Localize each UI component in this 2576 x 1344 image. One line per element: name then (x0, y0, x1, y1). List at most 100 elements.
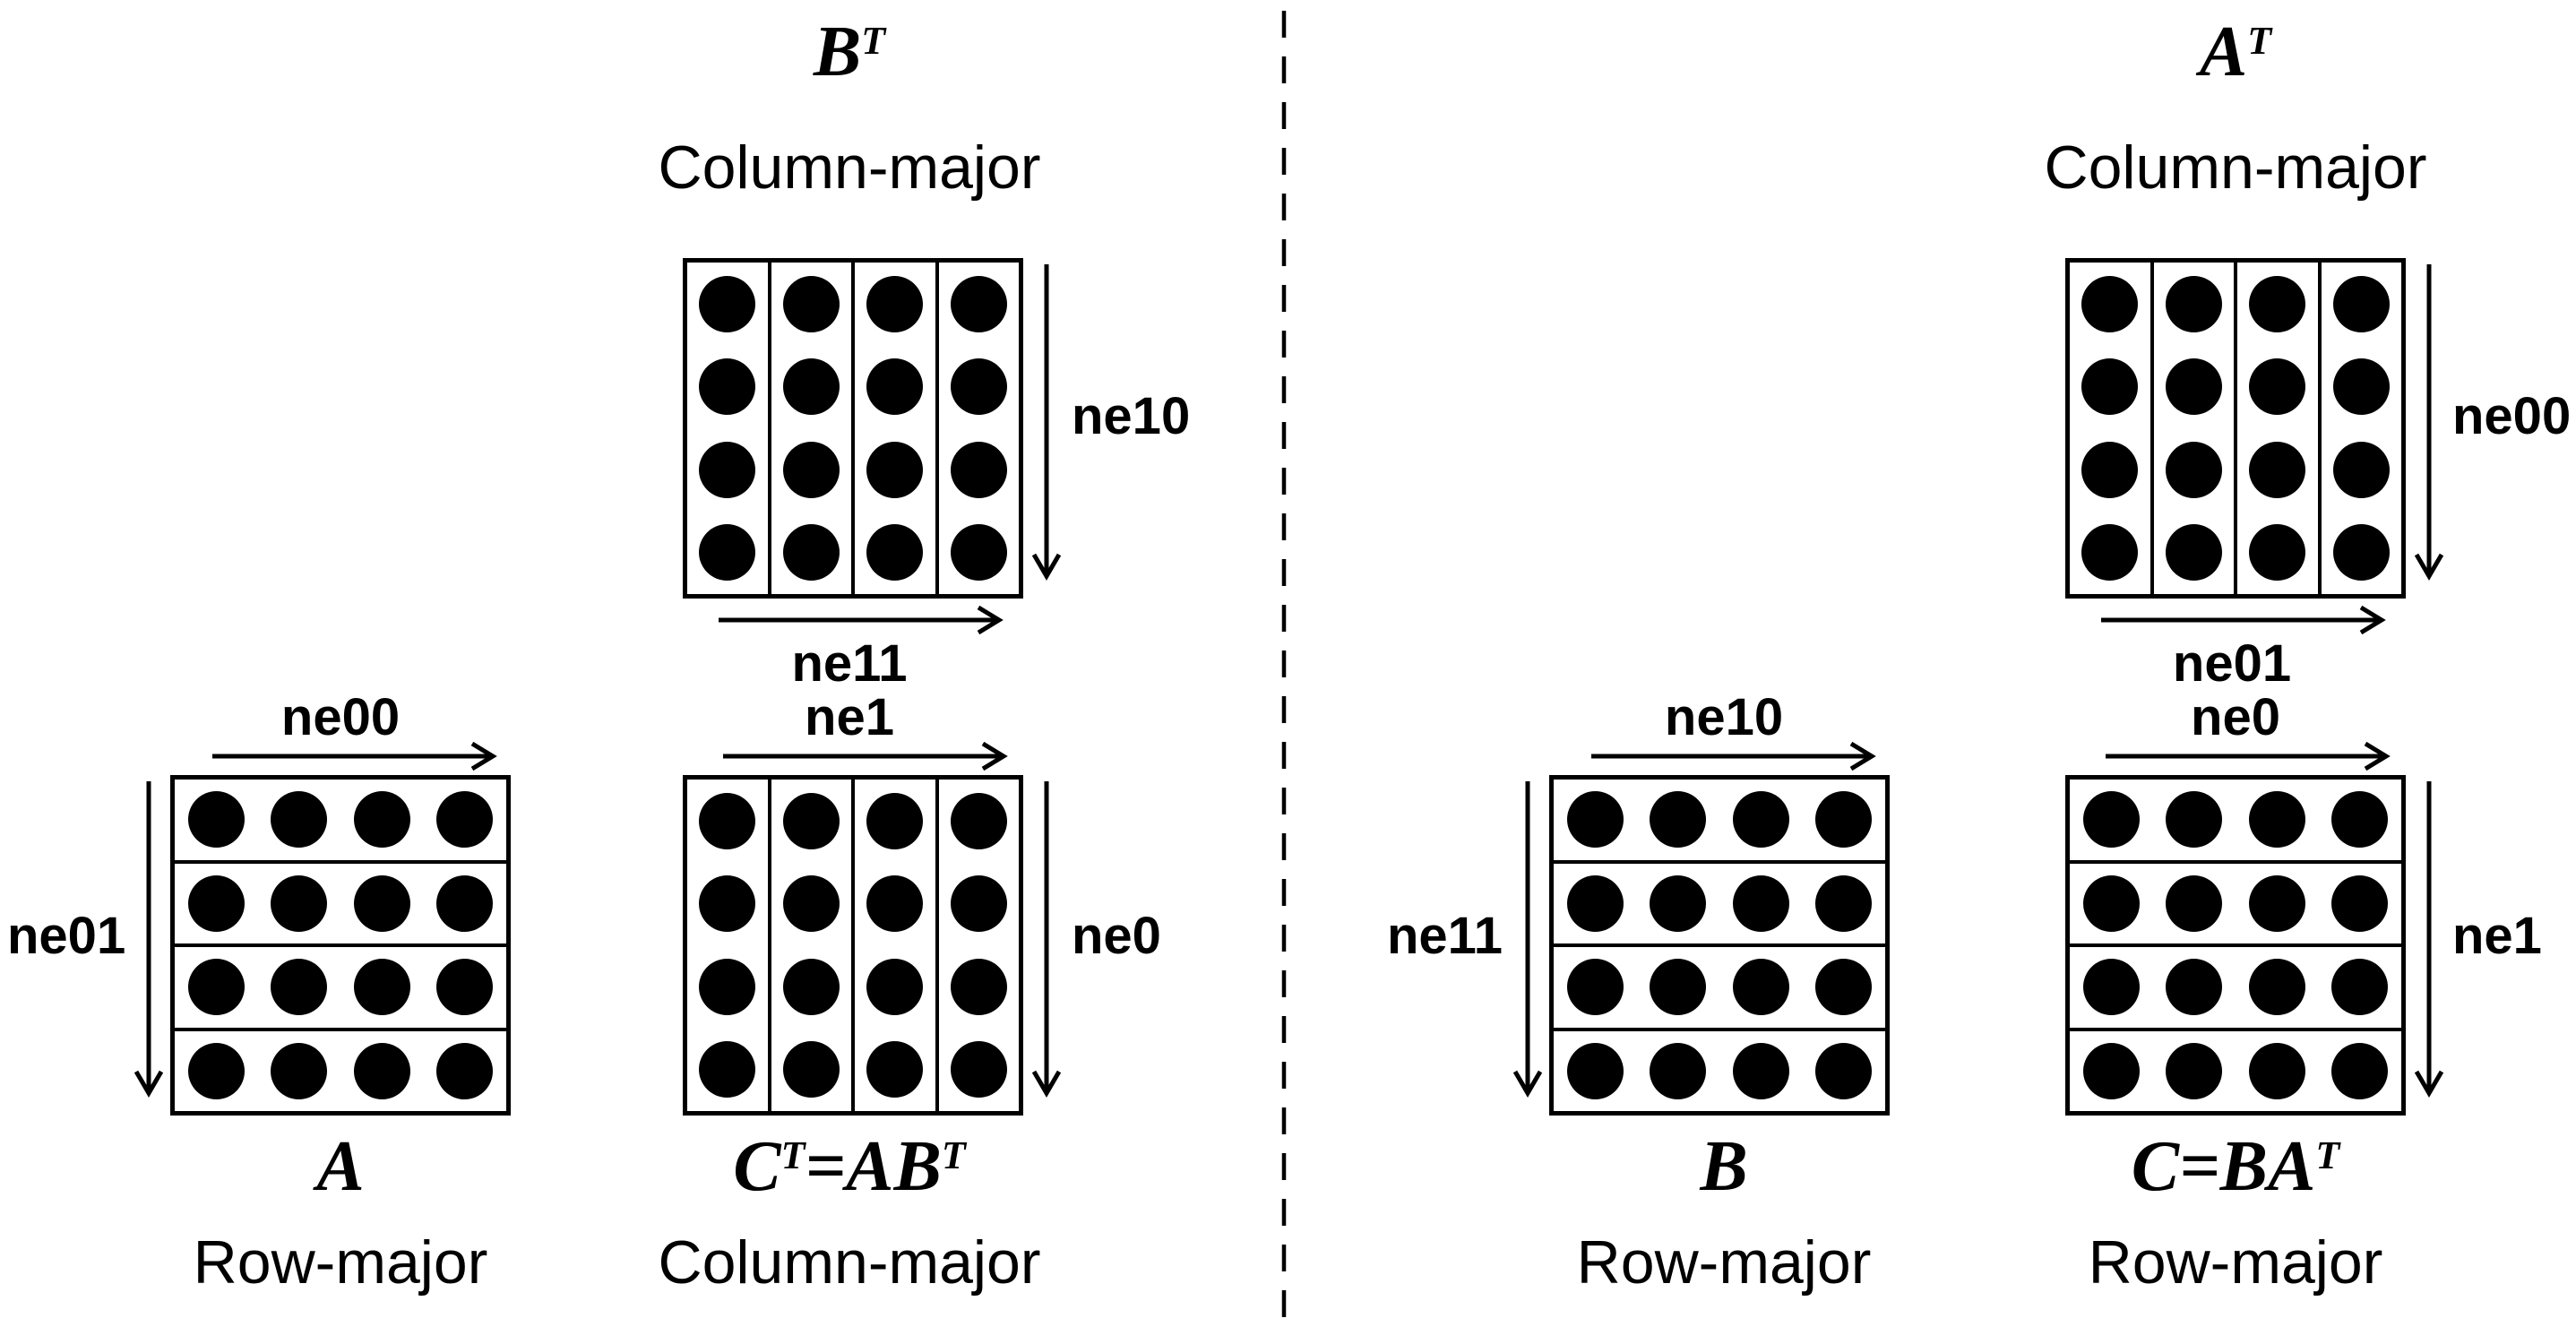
matrix-row-cell (2070, 780, 2401, 864)
ne01-dimension-label: ne01 (2172, 634, 2292, 693)
matrix-element-dot (2248, 874, 2305, 932)
matrix-element-dot (2081, 441, 2139, 498)
ne00-dimension-label: ne00 (280, 688, 401, 746)
matrix-symbol: B (1700, 1127, 1748, 1206)
ne0-dimension-label: ne0 (2191, 688, 2280, 746)
right-arrow-icon (721, 740, 1008, 772)
matrix-element-dot (699, 275, 756, 332)
matrix-column-cell (687, 263, 771, 594)
matrix-element-dot (2166, 874, 2223, 932)
matrix-row-cell (175, 947, 506, 1031)
matrix-element-dot (782, 524, 840, 582)
matrix-c-storage-label: Row-major (2088, 1228, 2383, 1297)
matrix-element-dot (866, 958, 924, 1015)
matrix-symbol: C (733, 1127, 781, 1206)
matrix-row-cell (175, 780, 506, 864)
matrix-element-dot (2082, 959, 2140, 1016)
matrix-element-dot (699, 875, 756, 933)
matrix-element-dot (866, 358, 924, 416)
matrix-at-title: AT (2056, 13, 2415, 91)
matrix-element-dot (2331, 959, 2389, 1016)
matrix-element-dot (866, 275, 924, 332)
matrix-element-dot (2331, 1042, 2389, 1099)
matrix-row-cell (1554, 947, 1885, 1031)
matrix-at-grid (2065, 258, 2406, 599)
matrix-column-cell (2322, 263, 2402, 594)
matrix-element-dot (2332, 441, 2390, 498)
matrix-column-cell (2154, 263, 2237, 594)
matrix-column-cell (771, 780, 855, 1111)
right-arrow-glyph (723, 741, 1008, 771)
matrix-element-dot (950, 875, 1007, 933)
matrix-element-dot (950, 1041, 1007, 1098)
down-arrow-icon (1512, 780, 1544, 1098)
right-arrow-icon (2099, 604, 2386, 636)
matrix-element-dot (2165, 524, 2222, 582)
transpose-superscript: T (2247, 18, 2272, 63)
matrix-element-dot (2248, 791, 2305, 849)
down-arrow-icon (2413, 263, 2445, 581)
matrix-element-dot (866, 524, 924, 582)
matrix-element-dot (2249, 358, 2306, 416)
matrix-element-dot (782, 792, 840, 849)
down-arrow-icon (1030, 780, 1063, 1098)
matrix-element-dot (699, 1041, 756, 1098)
right-arrow-glyph (2106, 741, 2391, 771)
matrix-column-cell (2237, 263, 2322, 594)
matrix-element-dot (1815, 874, 1873, 932)
matrix-element-dot (353, 791, 410, 849)
matrix-element-dot (950, 792, 1007, 849)
down-arrow-glyph (2414, 264, 2444, 581)
matrix-element-dot (950, 958, 1007, 1015)
matrix-element-dot (782, 441, 840, 498)
matrix-element-dot (699, 958, 756, 1015)
matrix-column-cell (771, 263, 855, 594)
ne01-dimension-label: ne01 (7, 907, 126, 965)
ne00-dimension-label: ne00 (2452, 387, 2572, 445)
matrix-element-dot (699, 524, 756, 582)
matrix-element-dot (1815, 791, 1873, 849)
matrix-element-dot (950, 524, 1007, 582)
matrix-element-dot (187, 1042, 245, 1099)
matrix-element-dot (187, 791, 245, 849)
transpose-superscript: T (941, 1133, 966, 1177)
matrix-c-grid (2065, 775, 2406, 1116)
matrix-element-dot (2165, 275, 2222, 332)
matrix-element-dot (866, 792, 924, 849)
matrix-element-dot (1732, 791, 1789, 849)
matrix-element-dot (699, 358, 756, 416)
matrix-c-equation-title: C=BAT (2038, 1127, 2433, 1206)
right-arrow-glyph (212, 741, 497, 771)
matrix-element-dot (187, 874, 245, 932)
matrix-element-dot (782, 958, 840, 1015)
matrix-element-dot (950, 441, 1007, 498)
matrix-column-cell (855, 263, 939, 594)
ne10-dimension-label: ne10 (1072, 387, 1191, 445)
right-arrow-icon (717, 604, 1004, 636)
matrix-row-cell (2070, 1031, 2401, 1112)
right-arrow-glyph (2101, 605, 2386, 635)
matrix-element-dot (436, 1042, 494, 1099)
matrix-element-dot (866, 875, 924, 933)
matrix-element-dot (2331, 874, 2389, 932)
matrix-element-dot (866, 441, 924, 498)
ne10-dimension-label: ne10 (1664, 688, 1784, 746)
matrix-element-dot (782, 358, 840, 416)
matrix-element-dot (1566, 791, 1624, 849)
matrix-column-cell (2070, 263, 2154, 594)
matrix-element-dot (1650, 874, 1707, 932)
matrix-element-dot (782, 275, 840, 332)
matrix-row-cell (175, 864, 506, 947)
transpose-superscript: T (2315, 1133, 2340, 1177)
matrix-a-storage-label: Row-major (193, 1228, 488, 1297)
matrix-element-dot (436, 791, 494, 849)
matrix-element-dot (2249, 441, 2306, 498)
matrix-column-cell (687, 780, 771, 1111)
matrix-element-dot (2081, 358, 2139, 416)
transpose-superscript: T (780, 1133, 806, 1177)
matrix-bt-storage-label: Column-major (658, 134, 1041, 202)
matrix-symbol: A (2199, 13, 2248, 91)
ne1-dimension-label: ne1 (805, 688, 894, 746)
matrix-row-cell (1554, 1031, 1885, 1112)
